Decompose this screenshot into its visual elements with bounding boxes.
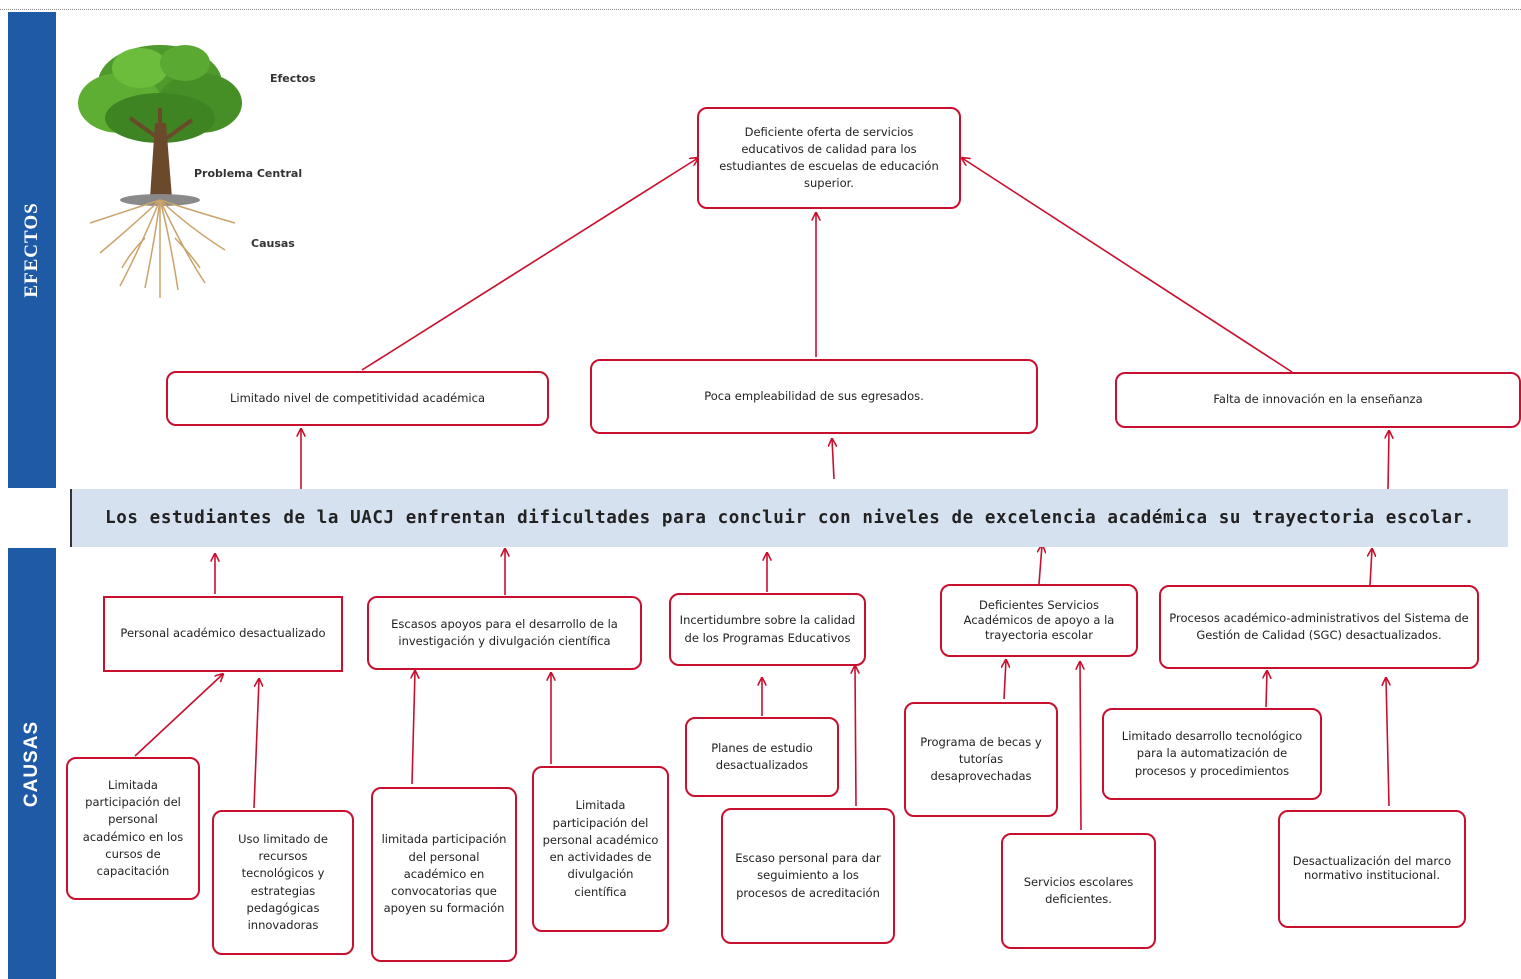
cause-text-5: Procesos académico-administrativos del S… — [1169, 610, 1469, 642]
sub-cause-box-1: Limitada participación del personal acad… — [66, 757, 200, 900]
sub-cause-box-2: Uso limitado de recursos tecnológicos y … — [212, 810, 354, 955]
arrow-sub-3-to-cause-2 — [412, 671, 415, 785]
sub-cause-text-4: Limitada participación del personal acad… — [542, 798, 659, 899]
cause-box-3: Incertidumbre sobre la calidad de los Pr… — [669, 593, 866, 666]
top-effect-box: Deficiente oferta de servicios educativo… — [697, 107, 961, 209]
sub-cause-text-2: Uso limitado de recursos tecnológicos y … — [238, 831, 328, 932]
sub-cause-box-3: limitada participación del personal acad… — [371, 787, 517, 962]
sub-cause-text-10: Desactualización del marco normativo ins… — [1292, 854, 1452, 882]
sub-cause-box-7: Programa de becas y tutorías desaprovech… — [904, 702, 1058, 817]
arrow-sub-8-to-cause-4 — [1080, 662, 1081, 831]
cause-box-4: Deficientes Servicios Académicos de apoy… — [940, 584, 1138, 657]
cause-text-1: Personal académico desactualizado — [120, 626, 326, 641]
sub-cause-text-1: Limitada participación del personal acad… — [82, 777, 184, 878]
efectos-sidebar: EFECTOS — [8, 12, 56, 488]
sub-cause-text-7: Programa de becas y tutorías desaprovech… — [920, 734, 1042, 784]
arrow-effect-3-to-top — [962, 158, 1293, 373]
sub-cause-box-5: Planes de estudio desactualizados — [685, 717, 839, 797]
sub-cause-box-4: Limitada participación del personal acad… — [532, 766, 669, 932]
arrow-sub-6-to-cause-3 — [855, 666, 856, 807]
tree-legend-efectos: Efectos — [270, 72, 316, 85]
effect-text-3: Falta de innovación en la enseñanza — [1213, 392, 1423, 407]
sub-cause-text-5: Planes de estudio desactualizados — [711, 740, 813, 772]
causas-sidebar: CAUSAS — [8, 548, 56, 979]
central-problem-text: Los estudiantes de la UACJ enfrentan dif… — [105, 507, 1475, 528]
arrow-cause-5-to-problem — [1370, 549, 1372, 586]
cause-box-5: Procesos académico-administrativos del S… — [1159, 585, 1479, 669]
central-problem-banner: Los estudiantes de la UACJ enfrentan dif… — [70, 489, 1508, 547]
top-dotted-rule — [0, 9, 1521, 10]
sub-cause-box-10: Desactualización del marco normativo ins… — [1278, 810, 1466, 928]
cause-box-1: Personal académico desactualizado — [103, 596, 343, 672]
sub-cause-box-6: Escaso personal para dar seguimiento a l… — [721, 808, 895, 944]
top-effect-text: Deficiente oferta de servicios educativo… — [719, 124, 939, 191]
arrow-problem-to-effect-3 — [1388, 431, 1389, 490]
cause-box-2: Escasos apoyos para el desarrollo de la … — [367, 596, 642, 670]
cause-text-4: Deficientes Servicios Académicos de apoy… — [963, 598, 1115, 642]
arrow-problem-to-effect-2 — [832, 439, 834, 480]
arrow-sub-7-to-cause-4 — [1004, 660, 1006, 700]
tree-icon — [78, 45, 242, 298]
sub-cause-box-9: Limitado desarrollo tecnológico para la … — [1102, 708, 1322, 800]
arrow-sub-9-to-cause-5 — [1266, 671, 1267, 708]
sub-cause-text-3: limitada participación del personal acad… — [381, 832, 507, 916]
effect-text-1: Limitado nivel de competitividad académi… — [230, 390, 485, 405]
sub-cause-text-9: Limitado desarrollo tecnológico para la … — [1121, 729, 1303, 778]
sub-cause-text-8: Servicios escolares deficientes. — [1023, 874, 1134, 906]
tree-legend-causas: Causas — [251, 237, 295, 250]
tree-legend-problema-central: Problema Central — [194, 167, 303, 180]
effect-box-3: Falta de innovación en la enseñanza — [1115, 372, 1521, 428]
effect-text-2: Poca empleabilidad de sus egresados. — [704, 388, 924, 403]
sub-cause-box-8: Servicios escolares deficientes. — [1001, 833, 1156, 949]
effect-box-1: Limitado nivel de competitividad académi… — [166, 371, 549, 426]
arrow-effect-1-to-top — [361, 158, 698, 371]
sub-cause-text-6: Escaso personal para dar seguimiento a l… — [735, 851, 881, 900]
cause-text-2: Escasos apoyos para el desarrollo de la … — [391, 616, 618, 648]
arrow-sub-2-to-cause-1 — [253, 679, 259, 809]
arrow-sub-10-to-cause-5 — [1386, 678, 1389, 807]
tree-illustration: Efectos Problema Central Causas — [60, 28, 316, 308]
arrow-sub-1-to-cause-1 — [134, 674, 223, 757]
arrow-cause-4-to-problem — [1039, 545, 1042, 585]
cause-text-3: Incertidumbre sobre la calidad de los Pr… — [679, 613, 856, 645]
effect-box-2: Poca empleabilidad de sus egresados. — [590, 359, 1038, 434]
